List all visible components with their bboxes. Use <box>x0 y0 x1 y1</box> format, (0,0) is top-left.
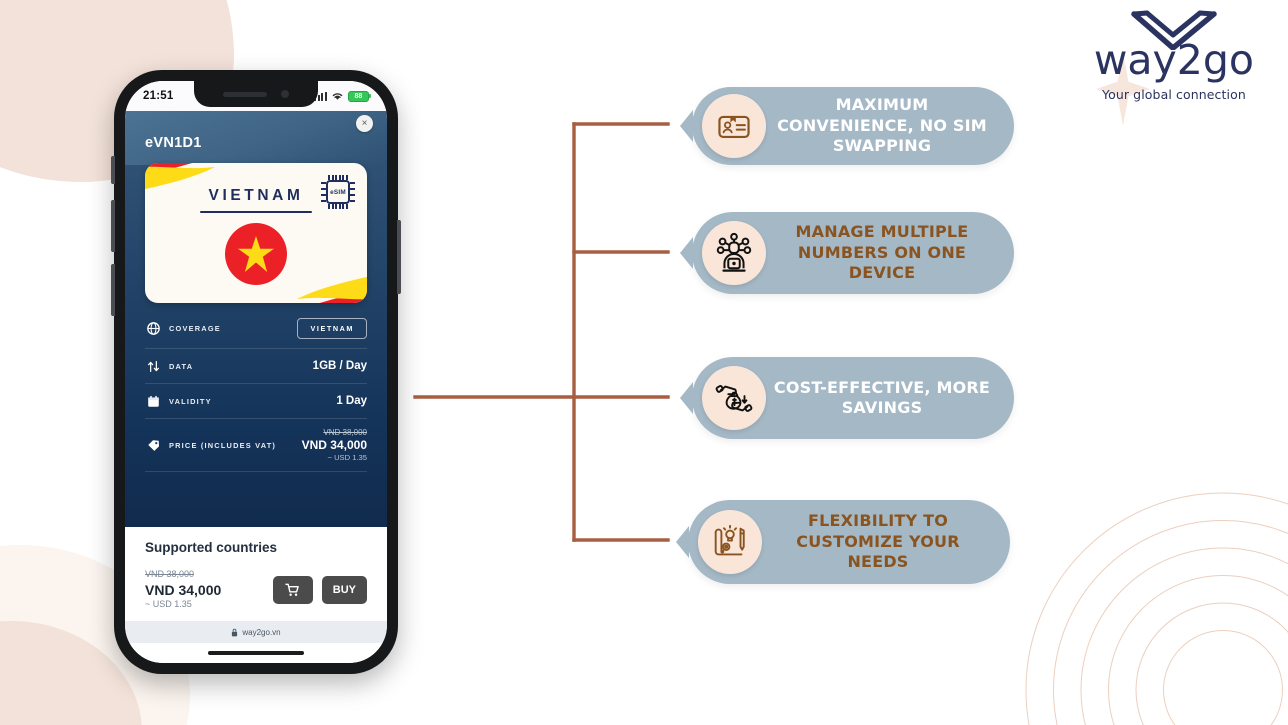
transfer-icon <box>148 360 159 372</box>
phone-mockup: 21:51 88 <box>111 70 401 674</box>
phone-volume-up-button[interactable] <box>111 200 115 252</box>
lock-icon <box>232 628 238 636</box>
feature-pill-multiple-numbers[interactable]: MANAGE MULTIPLE NUMBERS ON ONE DEVICE <box>692 212 1014 294</box>
feature-text-flexibility: FLEXIBILITY TO CUSTOMIZE YOUR NEEDS <box>796 511 960 572</box>
money-hands-icon <box>702 366 766 430</box>
concentric-rings-bottom-right <box>1008 475 1288 725</box>
flag-star-icon <box>238 236 274 272</box>
home-indicator <box>125 643 387 663</box>
add-to-cart-button[interactable] <box>272 576 313 605</box>
logo-tagline: Your global connection <box>1102 87 1246 102</box>
spec-value-validity: 1 Day <box>336 395 367 407</box>
calendar-icon <box>148 395 159 407</box>
coverage-value-chip[interactable]: VIETNAM <box>297 318 367 339</box>
spec-row-data: DATA 1GB / Day <box>145 349 367 384</box>
logo-word-part1: way <box>1093 36 1177 84</box>
esim-chip-icon: eSIM <box>321 175 355 209</box>
wifi-icon <box>332 93 343 100</box>
feature-text-convenience: MAXIMUM CONVENIENCE, NO SIM SWAPPING <box>777 95 987 156</box>
phone-volume-down-button[interactable] <box>111 264 115 316</box>
sheet-price-current: VND 34,000 <box>145 582 222 599</box>
feature-pill-flexibility[interactable]: FLEXIBILITY TO CUSTOMIZE YOUR NEEDS <box>688 500 1010 584</box>
esim-chip-label: eSIM <box>326 180 350 204</box>
phone-power-button[interactable] <box>397 220 401 294</box>
sheet-price-block: VND 38,000 VND 34,000 ~ USD 1.35 <box>145 569 221 611</box>
id-card-icon <box>702 94 766 158</box>
tag-icon <box>148 440 160 451</box>
notch-camera-icon <box>281 90 289 98</box>
price-current: VND 34,000 <box>301 438 367 452</box>
logo-word-part2: 2 <box>1176 36 1203 84</box>
spec-label-coverage: COVERAGE <box>169 324 221 333</box>
url-text: way2go.vn <box>242 627 281 637</box>
brush-stroke-bottom-right <box>297 276 367 303</box>
network-person-icon <box>702 221 766 285</box>
browser-url-bar[interactable]: way2go.vn <box>125 621 387 643</box>
brush-stroke-top-left <box>145 163 215 190</box>
battery-icon: 88 <box>347 90 369 102</box>
brand-logo: way2go Your global connection <box>1094 4 1254 102</box>
design-tools-icon <box>698 510 762 574</box>
globe-icon <box>147 322 160 335</box>
way2go-chevron-icon <box>1131 10 1217 50</box>
logo-word-part3: go <box>1202 36 1254 84</box>
spec-label-validity: VALIDITY <box>169 396 212 406</box>
vietnam-flag-emblem <box>225 223 287 285</box>
spec-list: COVERAGE VIETNAM DATA 1GB / Day <box>145 309 367 519</box>
spec-row-validity: VALIDITY 1 Day <box>145 384 367 419</box>
feature-text-cost-effective: COST-EFFECTIVE, MORE SAVINGS <box>773 377 991 417</box>
card-country-name: VIETNAM <box>208 187 304 204</box>
spec-label-price: PRICE (INCLUDES VAT) <box>169 440 277 450</box>
price-stack: VND 38,000 VND 34,000 ~ USD 1.35 <box>302 428 367 462</box>
feature-text-multiple-numbers: MANAGE MULTIPLE NUMBERS ON ONE DEVICE <box>795 222 969 283</box>
vietnam-esim-card: VIETNAM eSIM <box>145 163 367 303</box>
sheet-price-original: VND 38,000 <box>145 569 195 580</box>
phone-screen: 21:51 88 <box>125 81 387 663</box>
spec-label-data: DATA <box>169 361 194 371</box>
cart-icon <box>285 583 300 597</box>
spec-value-data: 1GB / Day <box>312 360 367 372</box>
price-original: VND 38,000 <box>323 428 367 437</box>
feature-pill-cost-effective[interactable]: COST-EFFECTIVE, MORE SAVINGS <box>692 357 1014 439</box>
phone-mute-switch[interactable] <box>111 156 115 184</box>
buy-button[interactable]: BUY <box>321 576 367 605</box>
plan-details-panel: VIETNAM eSIM <box>125 163 387 528</box>
phone-frame: 21:51 88 <box>111 70 401 674</box>
supported-countries-sheet: Supported countries VND 38,000 VND 34,00… <box>125 527 387 621</box>
status-bar-time: 21:51 <box>143 90 174 102</box>
app-header: × eVN1D1 <box>125 111 387 165</box>
battery-tip <box>369 94 371 98</box>
plan-code: eVN1D1 <box>145 135 202 151</box>
card-title-underline <box>200 211 312 214</box>
spec-row-coverage: COVERAGE VIETNAM <box>145 309 367 349</box>
price-usd: ~ USD 1.35 <box>327 453 367 462</box>
sheet-price-usd: ~ USD 1.35 <box>145 599 192 610</box>
spec-row-price: PRICE (INCLUDES VAT) VND 38,000 VND 34,0… <box>145 419 367 473</box>
notch-speaker <box>223 91 267 97</box>
sheet-title: Supported countries <box>145 540 278 556</box>
phone-notch <box>194 81 318 107</box>
logo-wordmark: way2go <box>1094 40 1254 81</box>
feature-pill-convenience[interactable]: MAXIMUM CONVENIENCE, NO SIM SWAPPING <box>692 87 1014 165</box>
battery-level: 88 <box>354 92 363 100</box>
close-icon[interactable]: × <box>356 115 373 132</box>
